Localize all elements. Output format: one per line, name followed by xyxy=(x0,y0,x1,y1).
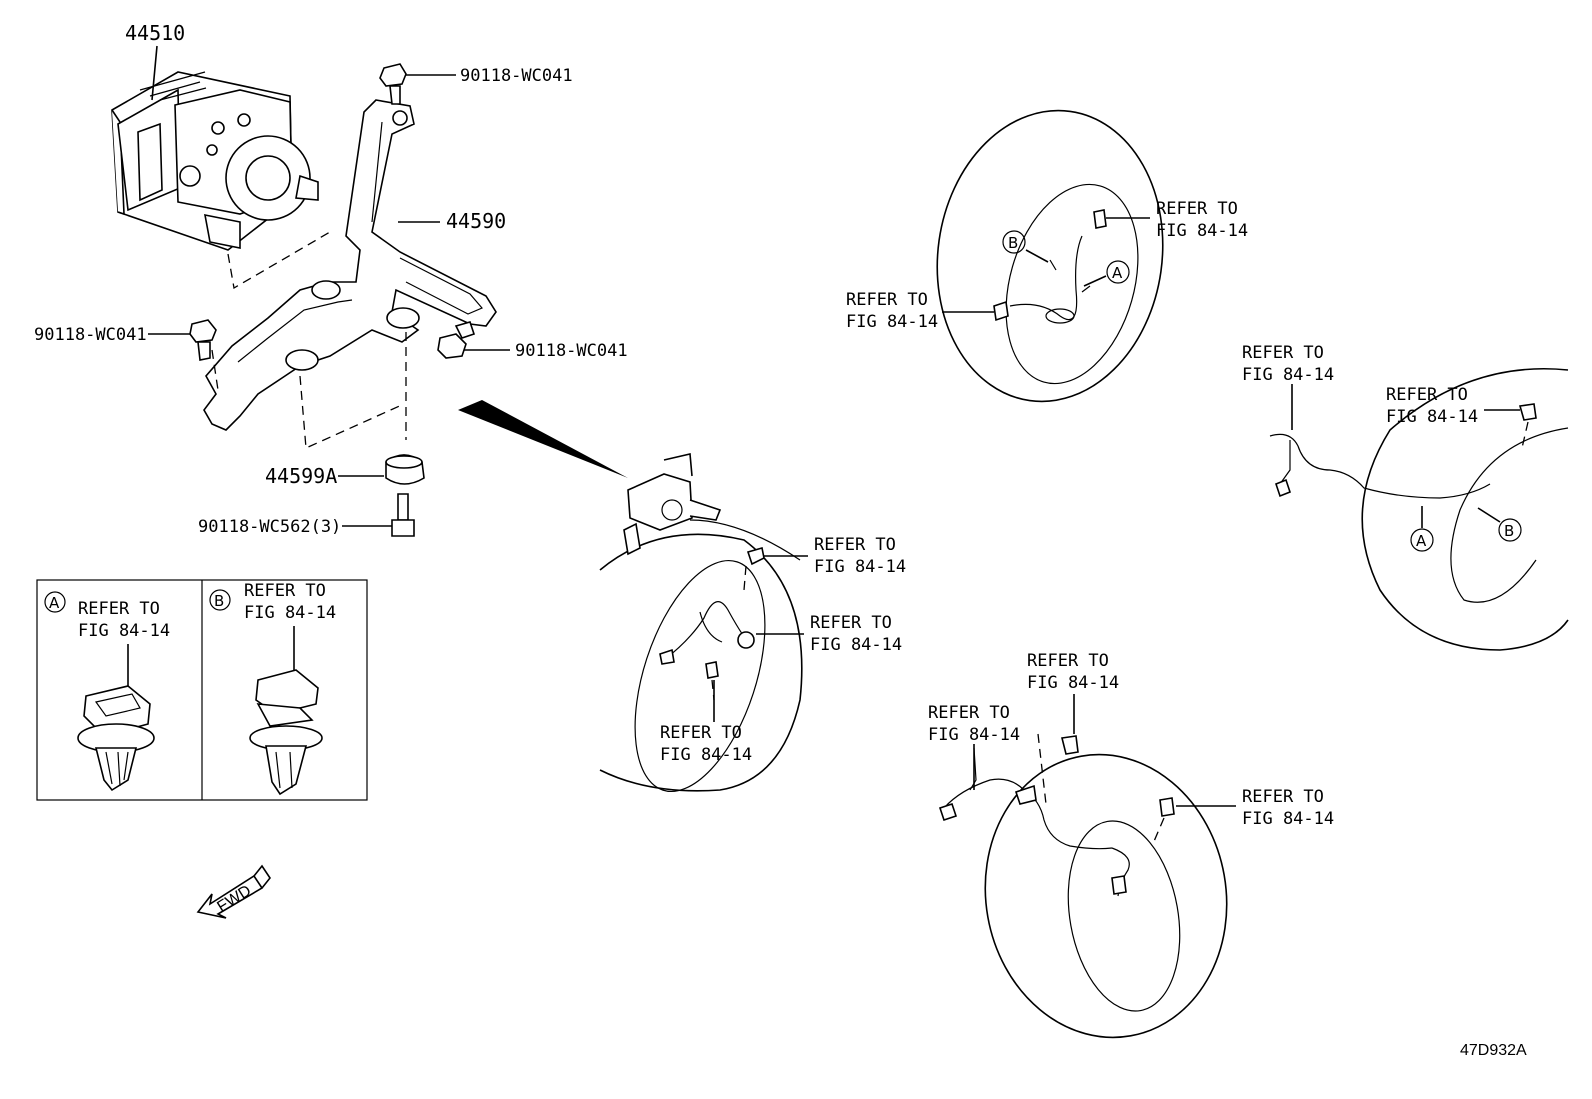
right-wheel-a-letter: A xyxy=(1416,532,1427,550)
cushion-illustration xyxy=(385,454,425,485)
bolt-top-illustration xyxy=(379,63,407,105)
clip-a-illustration xyxy=(77,685,155,792)
clip-b-refer-line2: FIG 84-14 xyxy=(244,603,336,623)
refer-c1-line1: REFER TO xyxy=(814,535,896,555)
right-wheel-b-letter: B xyxy=(1504,522,1514,540)
refer-r2-line1: REFER TO xyxy=(1386,385,1468,405)
bracket-illustration xyxy=(203,99,497,431)
top-wheel-a-letter: A xyxy=(1112,264,1123,282)
refer-b3-line1: REFER TO xyxy=(1242,787,1324,807)
clip-a-marker xyxy=(44,591,66,613)
clip-detail-box: A REFER TO FIG 84-14 B REFER TO FIG 84-1… xyxy=(36,579,368,801)
diagram-code: 47D932A xyxy=(1460,1042,1527,1059)
wheel-center xyxy=(599,453,803,793)
refer-b2-line2: FIG 84-14 xyxy=(928,725,1020,745)
abs-actuator-illustration xyxy=(111,71,319,251)
wheel-right: A B xyxy=(1269,367,1569,651)
fwd-label: FWD xyxy=(214,882,254,916)
refer-c2-line1: REFER TO xyxy=(810,613,892,633)
clip-b-refer-line1: REFER TO xyxy=(244,581,326,601)
refer-b1-line1: REFER TO xyxy=(1027,651,1109,671)
wheel-top: B A xyxy=(936,109,1164,403)
clip-b-marker xyxy=(209,589,231,611)
refer-t1-line2: FIG 84-14 xyxy=(1156,221,1248,241)
top-wheel-b-letter: B xyxy=(1008,234,1018,252)
clip-b-illustration xyxy=(249,669,323,796)
refer-t2-line1: REFER TO xyxy=(846,290,928,310)
refer-r1-line1: REFER TO xyxy=(1242,343,1324,363)
part-number-44590: 44590 xyxy=(446,209,506,233)
refer-b1-line2: FIG 84-14 xyxy=(1027,673,1119,693)
callout-wedge xyxy=(458,400,628,478)
refer-r2-line2: FIG 84-14 xyxy=(1386,407,1478,427)
refer-b3-line2: FIG 84-14 xyxy=(1242,809,1334,829)
refer-r1-line2: FIG 84-14 xyxy=(1242,365,1334,385)
clip-b-letter: B xyxy=(214,592,224,610)
part-number-44510: 44510 xyxy=(125,21,185,45)
refer-c1-line2: FIG 84-14 xyxy=(814,557,906,577)
wheel-bottom xyxy=(938,733,1228,1039)
part-number-44599a: 44599A xyxy=(265,464,337,488)
part-number-bolt-left: 90118-WC041 xyxy=(34,325,147,345)
clip-a-refer-line1: REFER TO xyxy=(78,599,160,619)
clip-a-letter: A xyxy=(49,594,60,612)
stud-bolt-illustration xyxy=(391,493,415,537)
clip-a-refer-line2: FIG 84-14 xyxy=(78,621,170,641)
refer-t2-line2: FIG 84-14 xyxy=(846,312,938,332)
refer-b2-line1: REFER TO xyxy=(928,703,1010,723)
refer-c3-line1: REFER TO xyxy=(660,723,742,743)
fwd-arrow-icon: FWD xyxy=(196,864,271,919)
part-number-stud-bolt: 90118-WC562(3) xyxy=(198,517,341,537)
refer-c2-line2: FIG 84-14 xyxy=(810,635,902,655)
refer-c3-line2: FIG 84-14 xyxy=(660,745,752,765)
refer-t1-line1: REFER TO xyxy=(1156,199,1238,219)
part-number-bolt-top: 90118-WC041 xyxy=(460,66,573,86)
bolt-right-illustration xyxy=(437,321,476,359)
part-number-bolt-right: 90118-WC041 xyxy=(515,341,628,361)
